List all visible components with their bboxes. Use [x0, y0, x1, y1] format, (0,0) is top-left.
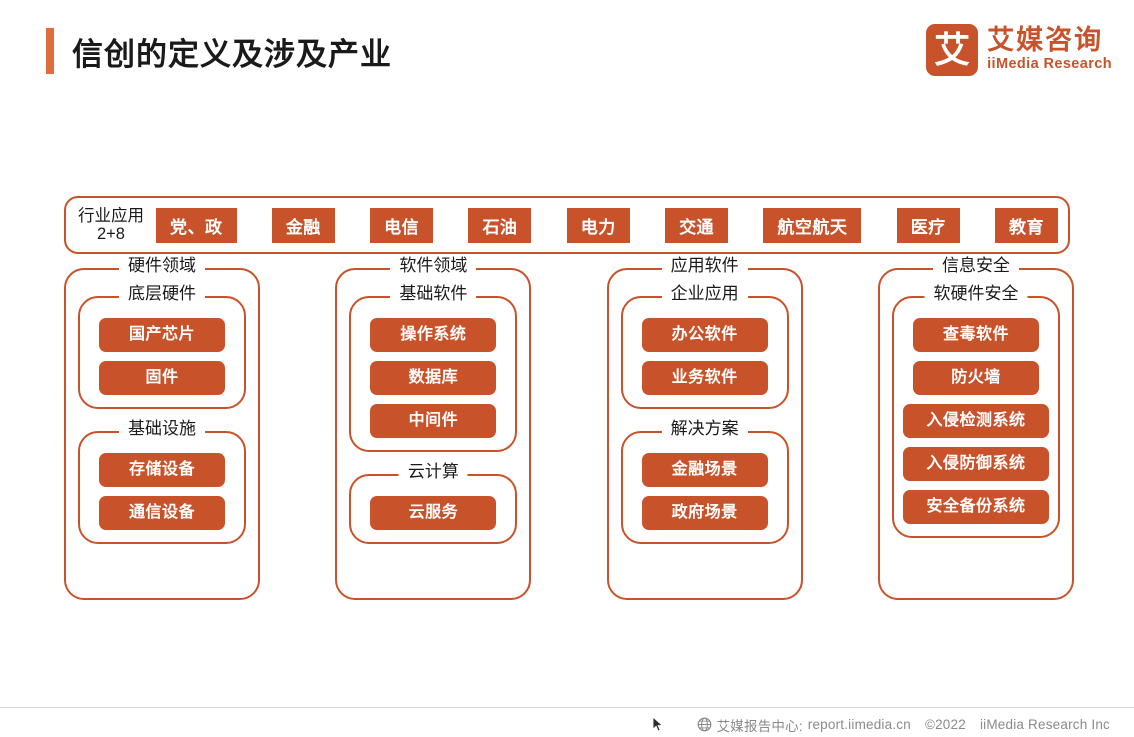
industry-tag[interactable]: 电信: [370, 207, 434, 243]
footer-copyright: ©2022: [924, 717, 966, 732]
domain-item[interactable]: 数据库: [370, 361, 497, 395]
domain-group: 软硬件安全 查毒软件 防火墙 入侵检测系统 入侵防御系统 安全备份系统: [891, 284, 1060, 538]
industry-applications-label: 行业应用 2+8: [76, 207, 150, 244]
domain-group: 底层硬件 国产芯片 固件: [78, 284, 246, 409]
domain-item-list: 操作系统 数据库 中间件: [363, 318, 503, 438]
domain-item[interactable]: 国产芯片: [99, 318, 225, 352]
industry-tag-list: 党、政 金融 电信 石油 电力 交通 航空航天 医疗 教育: [150, 207, 1058, 243]
domain-item-list: 存储设备 通信设备: [92, 453, 232, 530]
page-header: 信创的定义及涉及产业 艾 艾媒咨询 iiMedia Research: [0, 0, 1134, 110]
domain-item-list: 国产芯片 固件: [92, 318, 232, 395]
domain-column-information-security: 信息安全 软硬件安全 查毒软件 防火墙 入侵检测系统 入侵防御系统 安全备份系统: [877, 256, 1074, 600]
domain-item[interactable]: 入侵检测系统: [902, 404, 1049, 438]
industry-tag[interactable]: 医疗: [896, 207, 960, 243]
domain-group: 解决方案 金融场景 政府场景: [620, 419, 789, 544]
domain-item[interactable]: 防火墙: [912, 361, 1039, 395]
footer-company: iiMedia Research Inc: [979, 717, 1110, 732]
footer-source-url[interactable]: report.iimedia.cn: [807, 717, 911, 732]
domain-column-title: 硬件领域: [119, 256, 205, 276]
domain-group-title: 基础设施: [119, 419, 205, 439]
page-footer: 艾媒报告中心: report.iimedia.cn ©2022 iiMedia …: [0, 712, 1134, 737]
globe-icon: [697, 717, 711, 732]
domain-item[interactable]: 金融场景: [641, 453, 768, 487]
domain-item[interactable]: 安全备份系统: [902, 490, 1049, 524]
logo-text: 艾媒咨询 iiMedia Research: [987, 26, 1112, 74]
domain-column-title: 软件领域: [390, 256, 477, 276]
domain-item[interactable]: 云服务: [370, 496, 497, 530]
domain-item[interactable]: 固件: [99, 361, 225, 395]
domain-column-application-software: 应用软件 企业应用 办公软件 业务软件 解决方案 金融场景 政府场景: [606, 256, 803, 600]
domain-item[interactable]: 存储设备: [99, 453, 225, 487]
industry-tag[interactable]: 电力: [566, 207, 630, 243]
domain-item[interactable]: 中间件: [370, 404, 497, 438]
industry-applications-bar: 行业应用 2+8 党、政 金融 电信 石油 电力 交通 航空航天 医疗 教育: [64, 196, 1070, 254]
industry-tag[interactable]: 航空航天: [763, 207, 862, 243]
domain-column-title: 应用软件: [661, 256, 748, 276]
domain-columns: 硬件领域 底层硬件 国产芯片 固件 基础设施 存储设备 通信设备: [64, 256, 1074, 600]
industry-tag[interactable]: 教育: [995, 207, 1058, 243]
domain-item[interactable]: 政府场景: [641, 496, 768, 530]
logo-mark-icon: 艾: [926, 24, 979, 76]
domain-group: 基础软件 操作系统 数据库 中间件: [349, 284, 518, 452]
domain-item[interactable]: 入侵防御系统: [902, 447, 1049, 481]
domain-column-groups: 企业应用 办公软件 业务软件 解决方案 金融场景 政府场景: [620, 284, 789, 544]
title-accent-bar: [46, 28, 54, 74]
page-title: 信创的定义及涉及产业: [72, 36, 392, 72]
logo-name-cn: 艾媒咨询: [987, 25, 1104, 56]
domain-item-list: 查毒软件 防火墙 入侵检测系统 入侵防御系统 安全备份系统: [902, 318, 1049, 524]
domain-group: 基础设施 存储设备 通信设备: [78, 419, 246, 544]
domain-column-groups: 软硬件安全 查毒软件 防火墙 入侵检测系统 入侵防御系统 安全备份系统: [891, 284, 1060, 538]
domain-group-title: 软硬件安全: [924, 284, 1028, 304]
domain-item[interactable]: 业务软件: [641, 361, 768, 395]
footer-source-label: 艾媒报告中心:: [716, 718, 803, 734]
footer-divider: [0, 707, 1134, 708]
domain-column-title: 信息安全: [932, 256, 1019, 276]
industry-tag[interactable]: 交通: [665, 207, 729, 243]
domain-item[interactable]: 通信设备: [99, 496, 225, 530]
domain-item[interactable]: 办公软件: [641, 318, 768, 352]
domain-column-hardware: 硬件领域 底层硬件 国产芯片 固件 基础设施 存储设备 通信设备: [64, 256, 260, 600]
domain-column-groups: 基础软件 操作系统 数据库 中间件 云计算 云服务: [349, 284, 518, 544]
domain-item-list: 金融场景 政府场景: [635, 453, 775, 530]
domain-group-title: 解决方案: [661, 419, 748, 439]
logo-mark-glyph: 艾: [934, 29, 971, 70]
domain-item-list: 云服务: [363, 496, 503, 530]
domain-group-title: 云计算: [398, 462, 468, 482]
domain-group-title: 企业应用: [661, 284, 748, 304]
domain-item-list: 办公软件 业务软件: [635, 318, 775, 395]
logo-name-en: iiMedia Research: [987, 56, 1112, 73]
industry-applications-label-line2: 2+8: [97, 225, 125, 243]
domain-group: 云计算 云服务: [349, 462, 518, 544]
brand-logo: 艾 艾媒咨询 iiMedia Research: [926, 24, 1112, 76]
domain-group-title: 基础软件: [390, 284, 477, 304]
domain-group-title: 底层硬件: [119, 284, 205, 304]
page-title-group: 信创的定义及涉及产业: [46, 28, 392, 74]
domain-item[interactable]: 操作系统: [370, 318, 497, 352]
domain-column-groups: 底层硬件 国产芯片 固件 基础设施 存储设备 通信设备: [78, 284, 246, 544]
domain-group: 企业应用 办公软件 业务软件: [620, 284, 789, 409]
industry-diagram: 行业应用 2+8 党、政 金融 电信 石油 电力 交通 航空航天 医疗 教育 硬…: [64, 196, 1074, 600]
industry-tag[interactable]: 石油: [468, 207, 532, 243]
industry-tag[interactable]: 党、政: [156, 207, 237, 243]
industry-tag[interactable]: 金融: [271, 207, 335, 243]
domain-item[interactable]: 查毒软件: [912, 318, 1039, 352]
domain-column-software: 软件领域 基础软件 操作系统 数据库 中间件 云计算 云服务: [335, 256, 532, 600]
industry-applications-label-line1: 行业应用: [78, 206, 144, 225]
